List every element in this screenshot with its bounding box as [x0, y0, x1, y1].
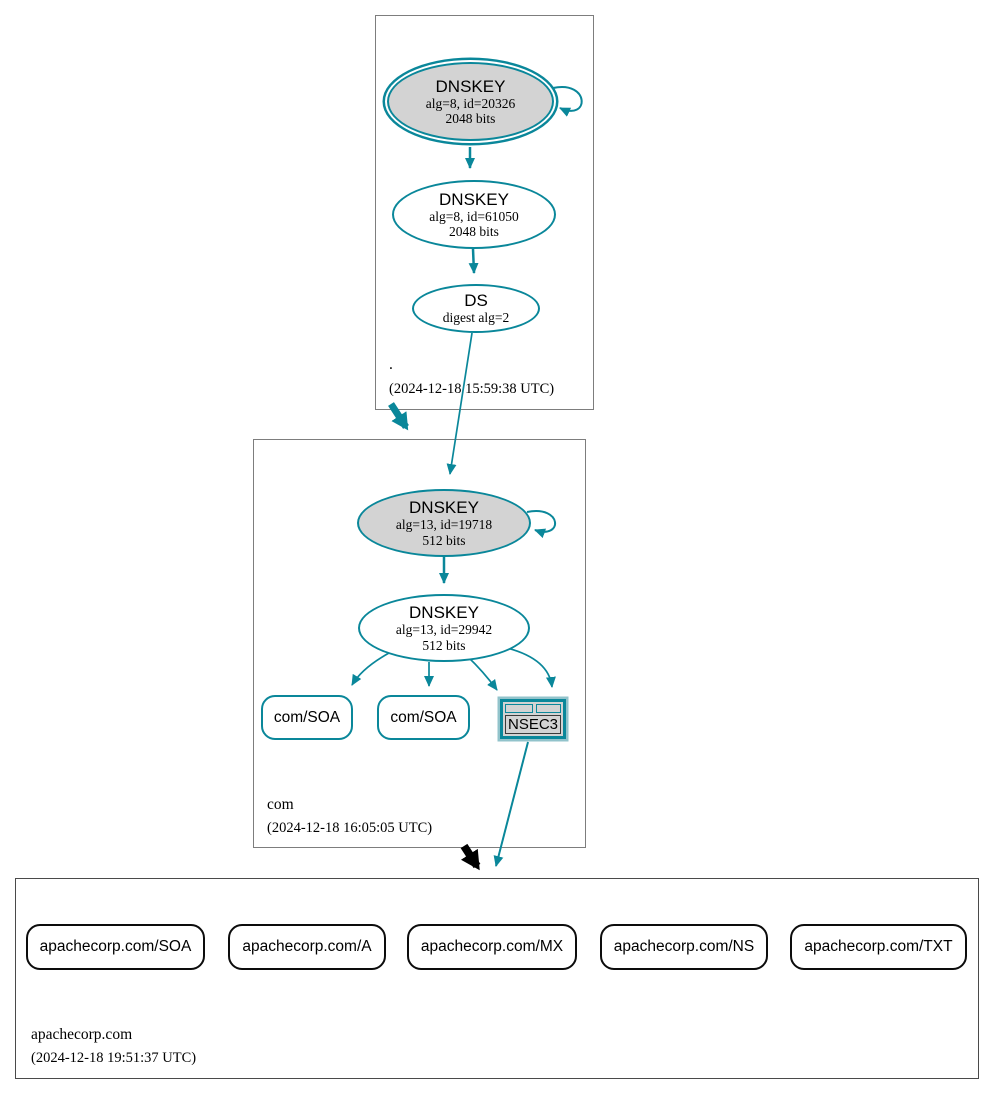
dnskey-bits: 512 bits	[422, 637, 466, 653]
ds-node-root[interactable]: DS digest alg=2	[412, 284, 540, 333]
edge-root-ksk-selfsign	[552, 85, 583, 117]
zone-timestamp-apachecorp: (2024-12-18 19:51:37 UTC)	[31, 1050, 197, 1066]
edge-delegation-root-com	[388, 402, 409, 431]
dnskey-alg-id: alg=13, id=29942	[395, 622, 493, 637]
edge-ds-com-ksk	[446, 332, 473, 475]
dnskey-bits: 2048 bits	[449, 224, 499, 239]
nsec3-label: NSEC3	[505, 715, 561, 734]
rrset-label: apachecorp.com/SOA	[39, 938, 192, 955]
edge-nsec3-apachecorp	[493, 741, 529, 867]
dnskey-node-com-ksk[interactable]: DNSKEY alg=13, id=19718 512 bits	[357, 489, 531, 557]
rrset-apachecorp-mx[interactable]: apachecorp.com/MX	[407, 924, 577, 970]
edge-com-zsk-nsec3-b	[506, 647, 556, 688]
dnskey-node-root-ksk[interactable]: DNSKEY alg=8, id=20326 2048 bits	[387, 62, 554, 141]
edge-root-zsk-ds	[468, 248, 479, 274]
rrset-com-soa-2[interactable]: com/SOA	[377, 695, 470, 740]
dnskey-title: DNSKEY	[439, 189, 509, 209]
zone-box-apachecorp	[15, 878, 979, 1079]
rrset-apachecorp-a[interactable]: apachecorp.com/A	[228, 924, 386, 970]
nsec3-node[interactable]: NSEC3	[500, 699, 566, 739]
ds-title: DS	[464, 291, 488, 311]
dnskey-title: DNSKEY	[409, 498, 479, 517]
dnskey-bits: 2048 bits	[445, 111, 496, 126]
dnskey-node-com-zsk[interactable]: DNSKEY alg=13, id=29942 512 bits	[358, 594, 530, 662]
edge-com-ksk-selfsign	[526, 510, 557, 539]
dnskey-title: DNSKEY	[435, 76, 506, 96]
rrset-label: com/SOA	[273, 708, 341, 726]
edge-com-zsk-nsec3-a	[466, 655, 498, 691]
zone-timestamp-root: (2024-12-18 15:59:38 UTC)	[389, 381, 555, 397]
rrset-apachecorp-soa[interactable]: apachecorp.com/SOA	[26, 924, 205, 970]
rrset-com-soa-1[interactable]: com/SOA	[261, 695, 353, 740]
rrset-label: apachecorp.com/MX	[420, 938, 564, 955]
dnskey-alg-id: alg=8, id=61050	[429, 208, 519, 224]
zone-timestamp-com: (2024-12-18 16:05:05 UTC)	[267, 820, 433, 836]
rrset-apachecorp-ns[interactable]: apachecorp.com/NS	[600, 924, 768, 970]
rrset-apachecorp-txt[interactable]: apachecorp.com/TXT	[790, 924, 967, 970]
nsec3-cell	[535, 704, 561, 713]
nsec3-record-cells	[505, 704, 561, 713]
edge-delegation-com-apachecorp	[460, 843, 481, 871]
dnskey-node-root-zsk[interactable]: DNSKEY alg=8, id=61050 2048 bits	[392, 180, 556, 249]
rrset-label: apachecorp.com/NS	[613, 938, 755, 955]
zone-name-apachecorp: apachecorp.com	[31, 1026, 133, 1043]
dnskey-bits: 512 bits	[422, 532, 466, 548]
dnskey-alg-id: alg=8, id=20326	[425, 95, 516, 111]
ds-digest: digest alg=2	[442, 310, 510, 326]
dnskey-alg-id: alg=13, id=19718	[395, 517, 493, 532]
rrset-label: com/SOA	[390, 708, 457, 726]
rrset-label: apachecorp.com/TXT	[804, 938, 953, 955]
edge-com-zsk-soa1	[351, 652, 390, 686]
rrset-label: apachecorp.com/A	[242, 938, 372, 955]
dnskey-title: DNSKEY	[409, 603, 479, 622]
zone-name-root: .	[389, 356, 393, 373]
nsec3-cell	[505, 704, 533, 713]
zone-name-com: com	[267, 796, 294, 813]
